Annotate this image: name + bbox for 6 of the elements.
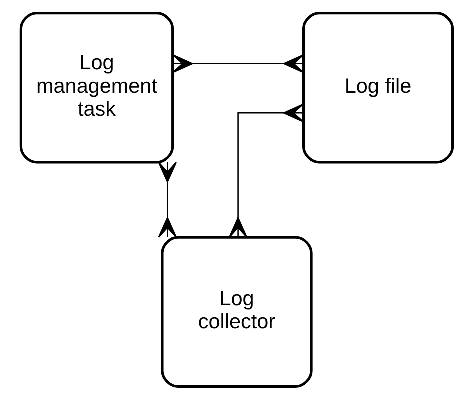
connector (172, 54, 304, 74)
node-box: Log management task (20, 12, 174, 164)
node-box: Log collector (161, 236, 313, 388)
connector (158, 162, 178, 238)
node-box: Log file (302, 12, 454, 164)
connector (228, 104, 304, 238)
